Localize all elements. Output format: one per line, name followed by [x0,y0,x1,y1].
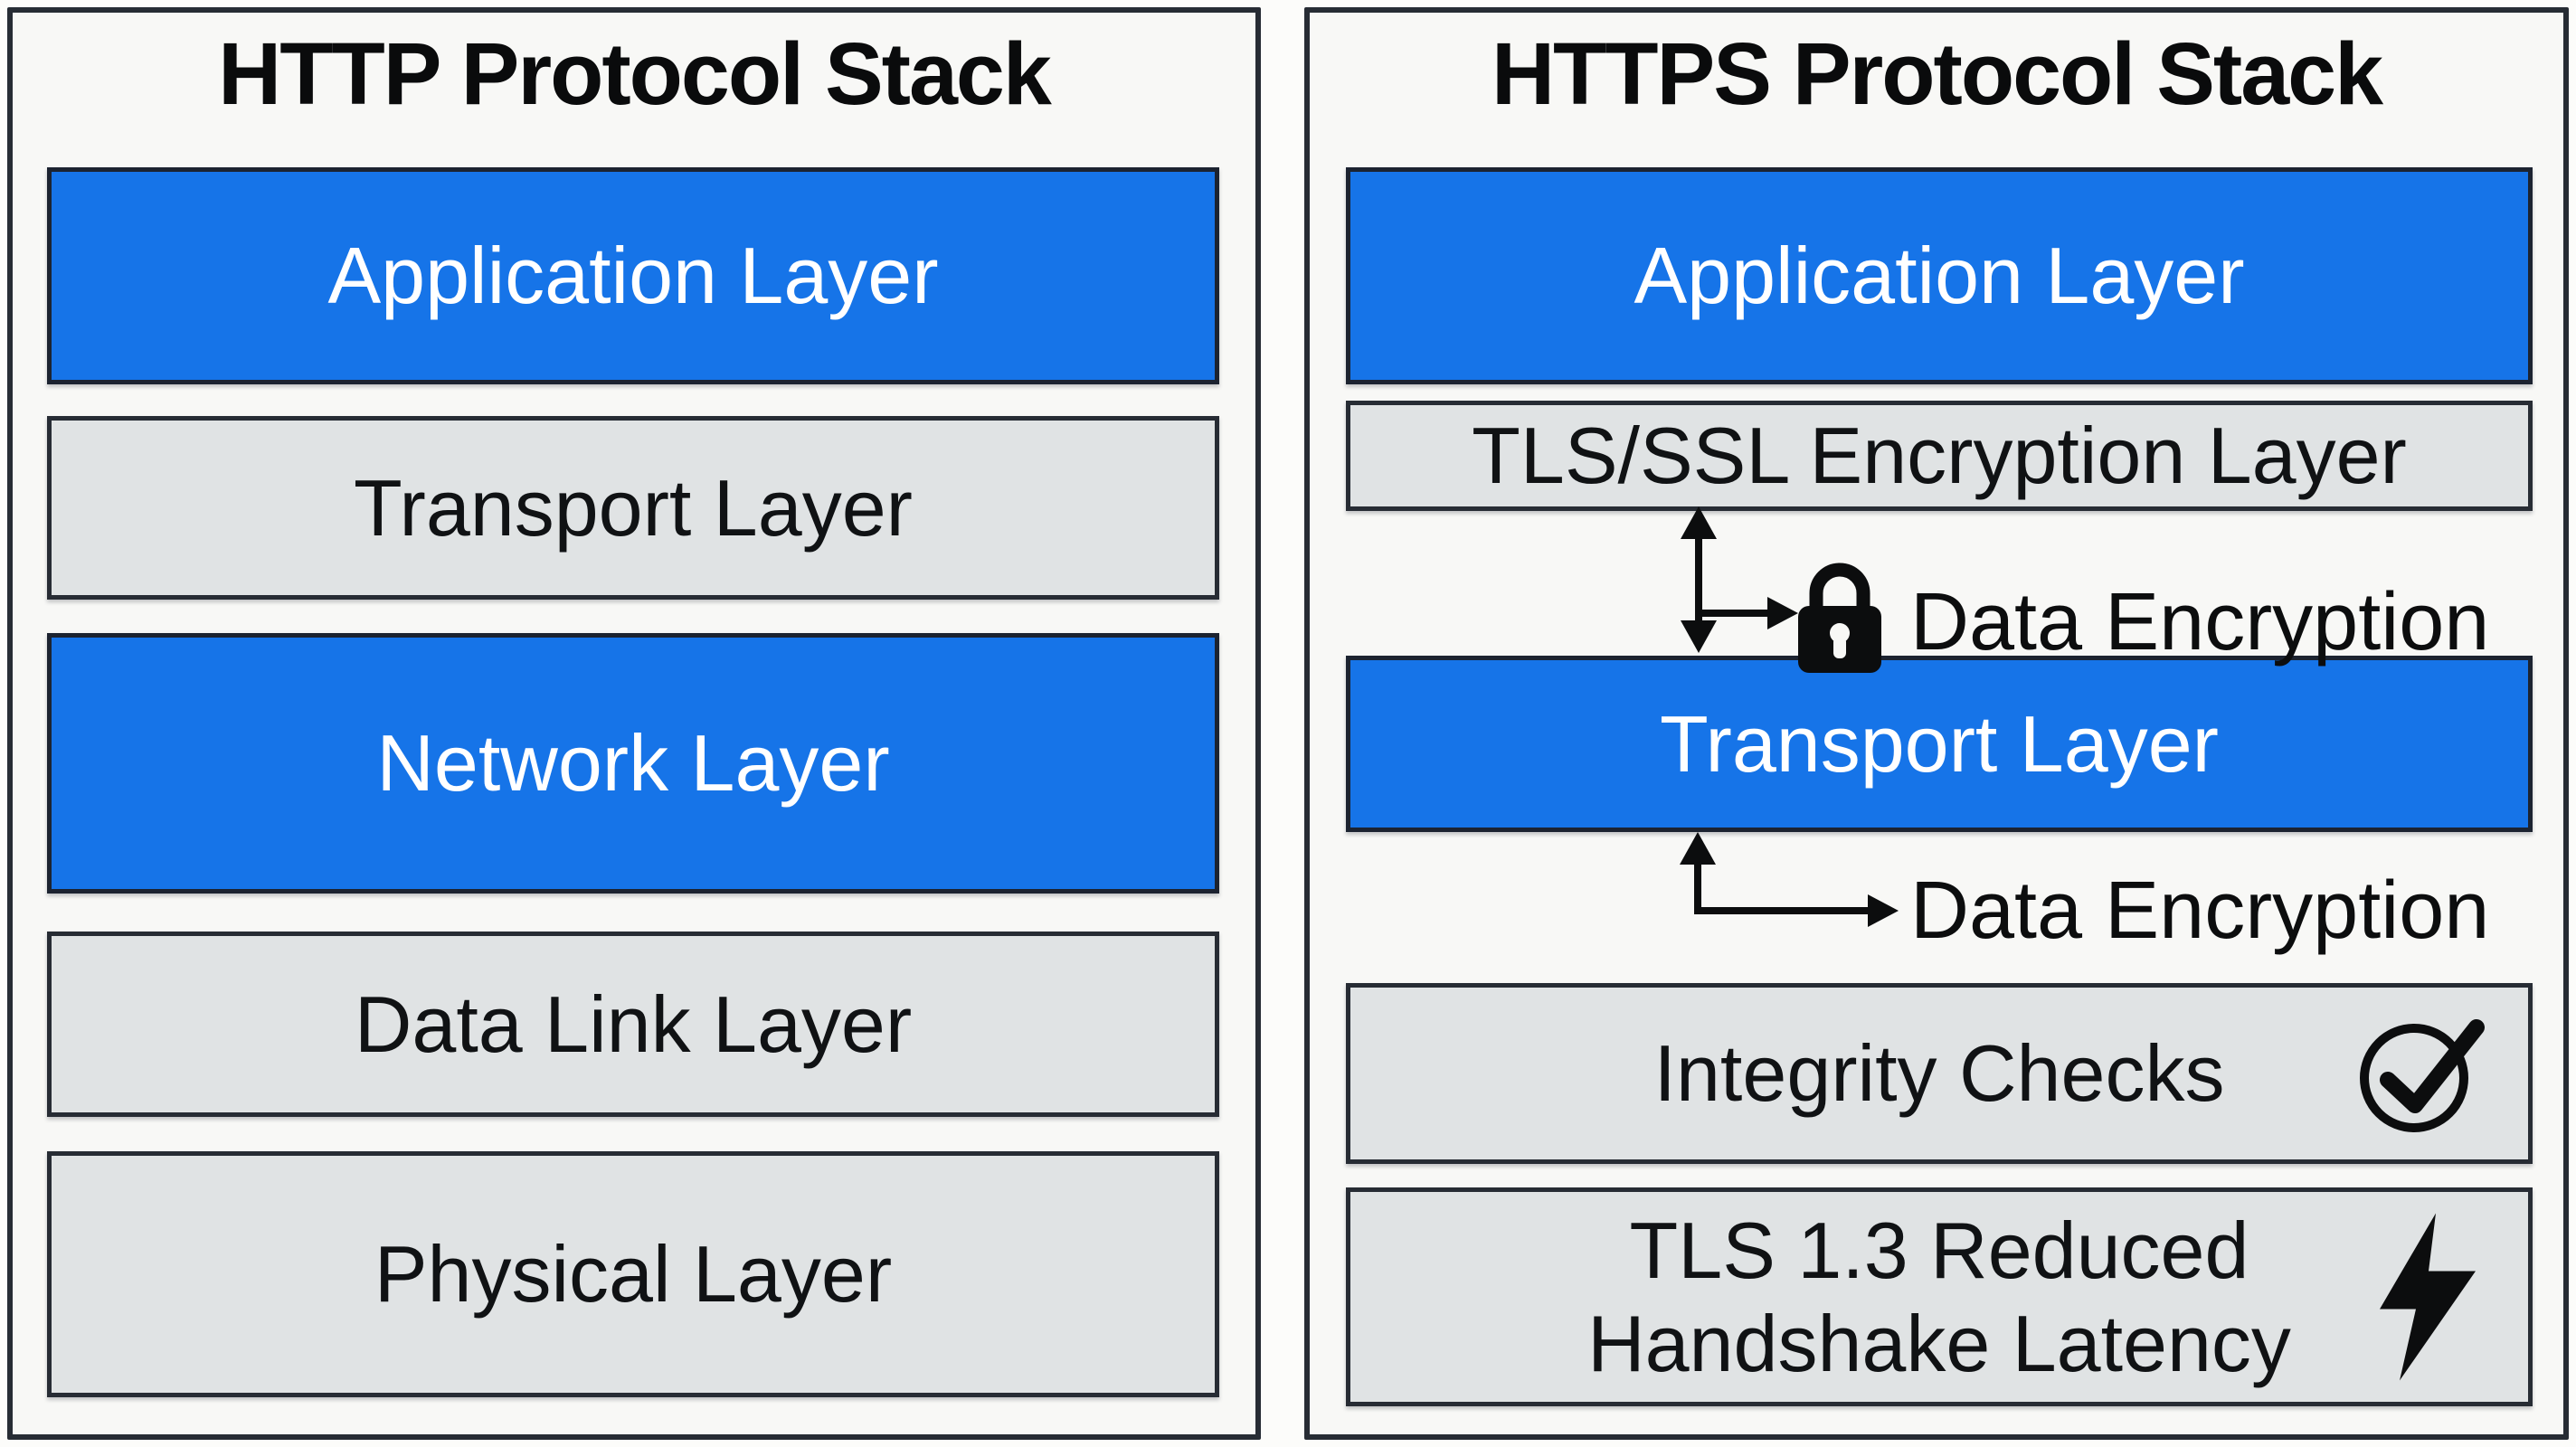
data-encryption-lower-label: Data Encryption [1910,865,2490,956]
tls13-line2: Handshake Latency [1587,1299,2291,1388]
https-transport-layer-box: Transport Layer [1346,656,2533,832]
https-tls-ssl-layer-box: TLS/SSL Encryption Layer [1346,401,2533,511]
http-transport-layer-label: Transport Layer [354,462,913,553]
http-physical-layer-label: Physical Layer [374,1229,893,1319]
lock-icon [1798,563,1881,673]
http-transport-layer-box: Transport Layer [47,416,1219,600]
http-network-layer-label: Network Layer [376,718,890,808]
http-application-layer-box: Application Layer [47,167,1219,384]
https-application-layer-box: Application Layer [1346,167,2533,384]
http-network-layer-box: Network Layer [47,633,1219,894]
http-physical-layer-box: Physical Layer [47,1151,1219,1397]
https-integrity-checks-box: Integrity Checks [1346,983,2533,1164]
http-application-layer-label: Application Layer [327,231,939,320]
https-integrity-checks-label: Integrity Checks [1653,1028,2225,1118]
lightning-bolt-icon [2380,1213,2476,1381]
http-data-link-layer-label: Data Link Layer [354,979,913,1069]
https-tls13-latency-box: TLS 1.3 Reduced Handshake Latency [1346,1187,2533,1406]
https-transport-layer-label: Transport Layer [1660,698,2219,789]
check-circle-icon [2360,1019,2485,1132]
tls13-line1: TLS 1.3 Reduced [1629,1206,2249,1295]
http-data-link-layer-box: Data Link Layer [47,932,1219,1117]
https-application-layer-label: Application Layer [1634,231,2245,320]
https-panel-title: HTTPS Protocol Stack [1491,24,2383,123]
bidirectional-arrow-with-branch-icon [1681,506,1798,653]
http-panel-title: HTTP Protocol Stack [218,24,1052,123]
https-tls-ssl-layer-label: TLS/SSL Encryption Layer [1472,411,2407,500]
l-shaped-arrow-icon [1680,832,1899,927]
data-encryption-upper-label: Data Encryption [1910,577,2490,667]
